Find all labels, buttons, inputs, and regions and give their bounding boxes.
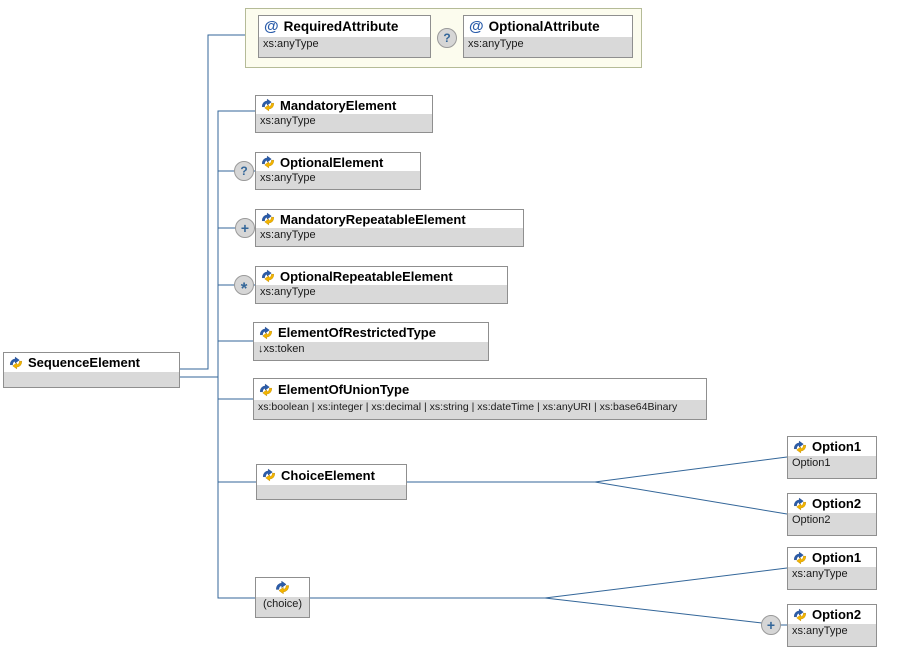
element-icon	[793, 440, 807, 454]
element-icon	[261, 155, 275, 169]
element-icon	[261, 98, 275, 112]
element-icon	[262, 468, 276, 482]
repeat-indicator: +	[235, 218, 255, 238]
box-group-option2[interactable]: Option2 xs:anyType	[787, 604, 877, 647]
element-title: ElementOfUnionType	[278, 382, 410, 397]
type-strip: xs:anyType	[256, 114, 432, 132]
box-mandatory-element[interactable]: MandatoryElement xs:anyType	[255, 95, 433, 133]
element-title: Option2	[812, 496, 862, 511]
element-icon	[259, 383, 273, 397]
type-strip: Option1	[788, 456, 876, 478]
optional-indicator: ?	[234, 161, 254, 181]
box-mandatory-repeatable-element[interactable]: MandatoryRepeatableElement xs:anyType	[255, 209, 524, 247]
type-strip: xs:anyType	[259, 37, 430, 57]
compositor-label: (choice)	[256, 597, 309, 617]
attribute-icon: @	[469, 17, 484, 35]
type-strip	[257, 485, 406, 499]
element-title: ElementOfRestrictedType	[278, 325, 436, 340]
element-title: SequenceElement	[28, 355, 140, 370]
type-strip: xs:anyType	[788, 567, 876, 589]
element-title: MandatoryElement	[280, 97, 397, 113]
type-strip: xs:boolean | xs:integer | xs:decimal | x…	[254, 400, 706, 419]
element-icon	[9, 356, 23, 370]
element-icon	[259, 326, 273, 340]
attribute-group: @ RequiredAttribute xs:anyType ? @ Optiona…	[245, 8, 642, 68]
type-strip: Option2	[788, 513, 876, 535]
box-optional-attribute[interactable]: @ OptionalAttribute xs:anyType	[463, 15, 633, 58]
element-icon	[793, 608, 807, 622]
element-title: Option2	[812, 607, 862, 622]
box-sequence-element[interactable]: SequenceElement	[3, 352, 180, 388]
box-required-attribute[interactable]: @ RequiredAttribute xs:anyType	[258, 15, 431, 58]
box-optional-repeatable-element[interactable]: OptionalRepeatableElement xs:anyType	[255, 266, 508, 304]
box-choice-option1[interactable]: Option1 Option1	[787, 436, 877, 479]
choice-icon	[275, 580, 290, 595]
element-icon	[261, 269, 275, 283]
element-title: ChoiceElement	[281, 467, 375, 483]
attribute-title: OptionalAttribute	[488, 19, 600, 34]
type-strip: xs:anyType	[256, 171, 420, 189]
type-strip: ↓xs:token	[254, 342, 488, 360]
element-title: Option1	[812, 439, 862, 454]
box-optional-element[interactable]: OptionalElement xs:anyType	[255, 152, 421, 190]
element-title: Option1	[812, 550, 862, 565]
element-title: OptionalRepeatableElement	[280, 268, 453, 284]
element-title: MandatoryRepeatableElement	[280, 211, 466, 227]
element-icon	[261, 212, 275, 226]
element-title: OptionalElement	[280, 154, 384, 170]
box-element-of-restricted-type[interactable]: ElementOfRestrictedType ↓xs:token	[253, 322, 489, 361]
type-strip: xs:anyType	[256, 285, 507, 303]
attribute-title: RequiredAttribute	[283, 19, 399, 34]
repeat-indicator: +	[761, 615, 781, 635]
box-choice-option2[interactable]: Option2 Option2	[787, 493, 877, 536]
box-group-option1[interactable]: Option1 xs:anyType	[787, 547, 877, 590]
box-choice-element[interactable]: ChoiceElement	[256, 464, 407, 500]
box-choice-compositor[interactable]: (choice)	[255, 577, 310, 618]
optional-indicator: ?	[437, 28, 457, 48]
element-icon	[793, 551, 807, 565]
type-strip: xs:anyType	[788, 624, 876, 646]
type-strip: xs:anyType	[256, 228, 523, 246]
type-strip	[4, 372, 179, 387]
zero-or-more-indicator: *	[234, 275, 254, 297]
attribute-icon: @	[264, 17, 279, 35]
box-element-of-union-type[interactable]: ElementOfUnionType xs:boolean | xs:integ…	[253, 378, 707, 420]
element-icon	[793, 497, 807, 511]
type-strip: xs:anyType	[464, 37, 632, 57]
